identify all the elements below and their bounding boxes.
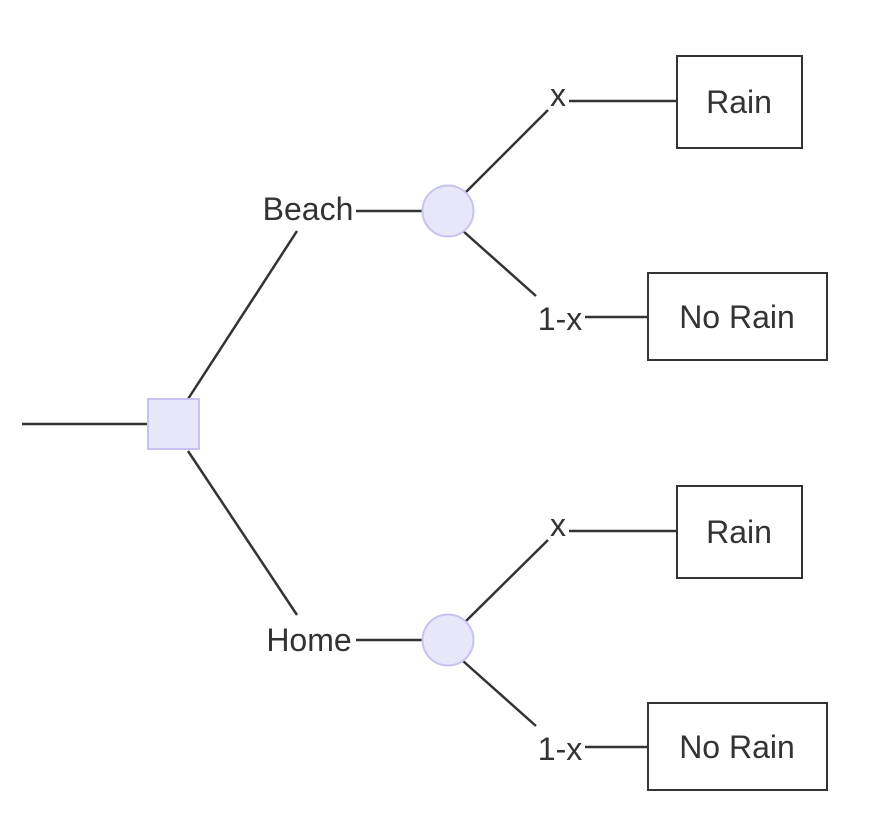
outcome-box-home-rain — [676, 485, 803, 579]
edge-beach-1x-branch — [462, 230, 537, 297]
edge-home-branch — [186, 450, 299, 616]
chance-node-home — [421, 613, 475, 667]
branch-label-home: Home — [266, 622, 351, 658]
outcome-box-beach-rain — [676, 55, 803, 149]
edge-beach-branch — [186, 230, 299, 400]
chance-node-beach — [421, 184, 475, 238]
outcome-label-beach-norain: No Rain — [679, 299, 795, 335]
edge-home-x-branch — [464, 539, 549, 623]
outcome-label-home-norain: No Rain — [679, 729, 795, 765]
edge-home-1x-branch — [462, 660, 537, 727]
edges — [22, 99, 678, 749]
outcome-label-beach-rain: Rain — [706, 84, 772, 120]
outcome-label-home-rain: Rain — [706, 514, 772, 550]
branch-label-beach: Beach — [263, 191, 354, 227]
probability-label-home-x: x — [550, 507, 566, 543]
probability-label-home-1x: 1-x — [538, 731, 582, 767]
edge-beach-x-branch — [464, 109, 549, 194]
outcome-box-home-norain — [647, 702, 828, 791]
decision-node-square — [147, 398, 200, 450]
outcome-box-beach-norain — [647, 272, 828, 361]
probability-label-beach-x: x — [550, 77, 566, 113]
probability-label-beach-1x: 1-x — [538, 301, 582, 337]
